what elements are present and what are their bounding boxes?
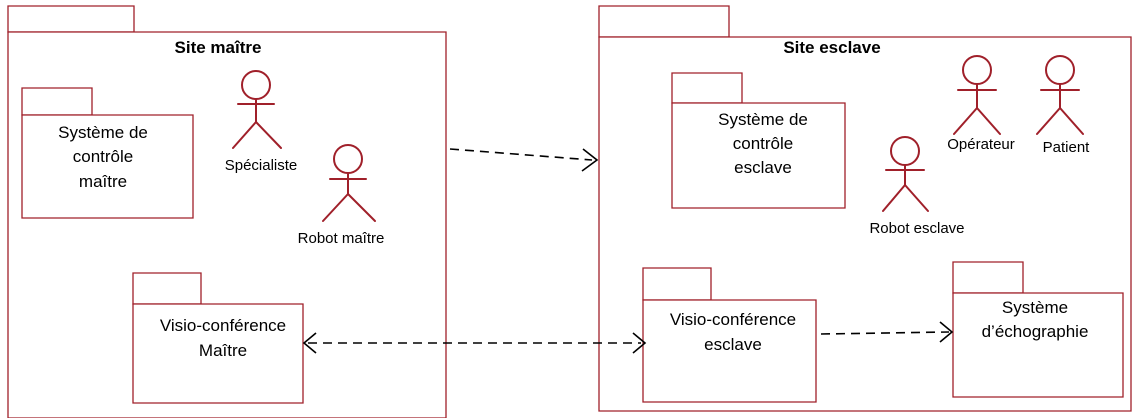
package-label: esclave [734, 158, 792, 177]
package-label: contrôle [733, 134, 793, 153]
package-tab [598, 5, 730, 38]
package-body [642, 299, 817, 403]
package-label: maître [79, 172, 127, 191]
site-master-title: Site maître [175, 38, 262, 57]
package-slave-control-system[interactable]: Système de contrôle esclave [671, 72, 846, 209]
actor-patient[interactable]: Patient [1036, 55, 1091, 156]
package-tab [952, 261, 1024, 294]
stick-figure-icon [1036, 83, 1084, 135]
actor-head-icon [333, 144, 363, 174]
actor-label: Patient [1043, 139, 1091, 156]
package-body [21, 114, 194, 219]
actor-specialist[interactable]: Spécialiste [225, 70, 298, 174]
package-label: esclave [704, 335, 762, 354]
stick-figure-icon [322, 172, 376, 222]
arrowhead-right-icon [632, 332, 647, 354]
stick-figure-icon [953, 83, 1001, 135]
package-tab [21, 87, 93, 116]
package-tab [132, 272, 202, 305]
package-label: contrôle [73, 147, 133, 166]
actor-label: Opérateur [947, 136, 1015, 153]
package-slave-videoconference[interactable]: Visio-conférence esclave [642, 267, 817, 403]
actor-label: Robot maître [298, 230, 385, 247]
site-slave-title: Site esclave [783, 38, 880, 57]
package-label: Système de [58, 123, 148, 142]
package-echography-system[interactable]: Système d’échographie [952, 261, 1124, 398]
arrowhead-icon [581, 148, 599, 172]
package-tab [671, 72, 743, 104]
actor-head-icon [962, 55, 992, 85]
dependency-arrow-master-to-slave [449, 148, 599, 172]
dependency-arrow-video-to-echography [820, 321, 954, 343]
actor-head-icon [1045, 55, 1075, 85]
stick-figure-icon [882, 164, 929, 212]
actor-robot-slave[interactable]: Robot esclave [869, 136, 965, 237]
package-label: Visio-conférence [160, 316, 286, 335]
package-master-control-system[interactable]: Système de contrôle maître [21, 87, 194, 219]
actor-head-icon [241, 70, 271, 100]
package-label: Système [1002, 298, 1068, 317]
package-body [952, 292, 1124, 398]
stick-figure-icon [232, 98, 282, 149]
actor-label: Spécialiste [225, 157, 298, 174]
package-tab [7, 5, 135, 33]
package-label: Visio-conférence [670, 310, 796, 329]
actor-head-icon [890, 136, 920, 166]
package-tab [642, 267, 712, 301]
package-body [132, 303, 304, 404]
actor-operator[interactable]: Opérateur [947, 55, 1015, 153]
package-master-videoconference[interactable]: Visio-conférence Maître [132, 272, 304, 404]
package-label: d’échographie [982, 322, 1089, 341]
arrowhead-icon [939, 321, 954, 343]
actor-robot-master[interactable]: Robot maître [298, 144, 385, 247]
package-body [671, 102, 846, 209]
arrowhead-left-icon [302, 332, 317, 354]
package-label: Système de [718, 110, 808, 129]
actor-label: Robot esclave [869, 220, 964, 237]
dependency-arrow-videoconference-bidirectional [302, 332, 647, 354]
package-label: Maître [199, 341, 247, 360]
